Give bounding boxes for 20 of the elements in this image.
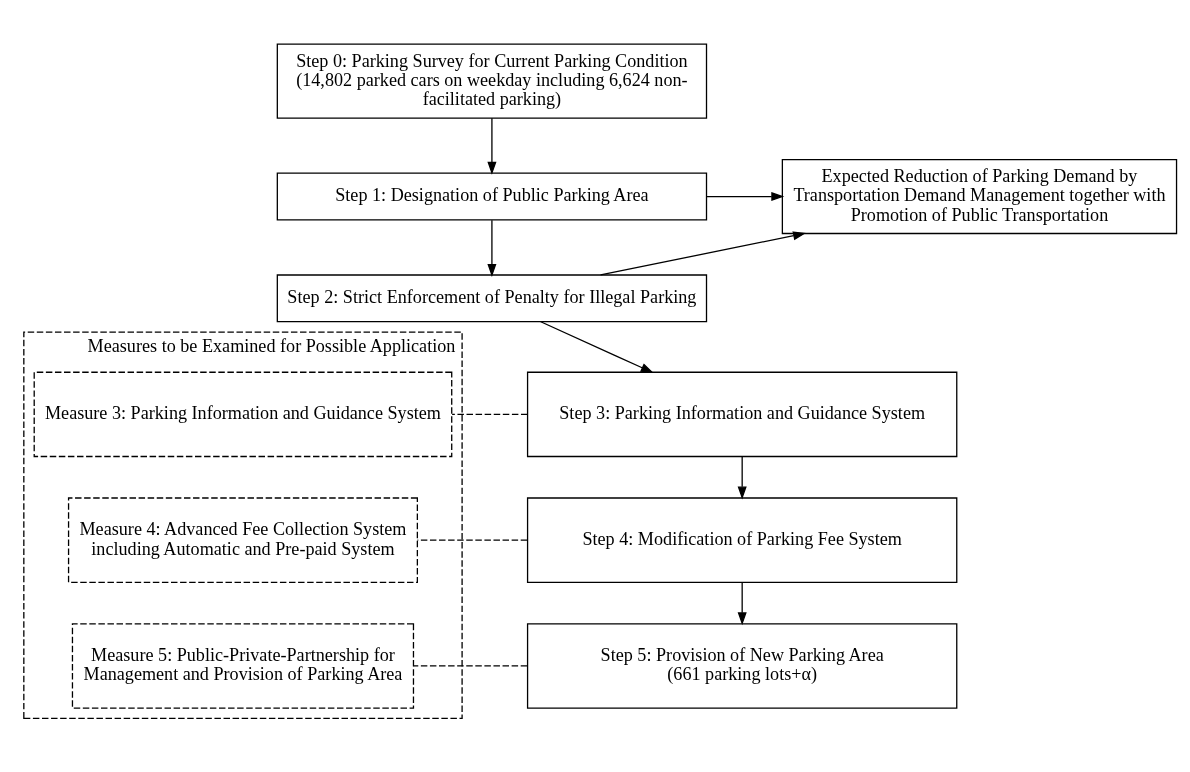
node-box: Step 3: Parking Information and Guidance System bbox=[526, 371, 958, 457]
node-box: Step 5: Provision of New Parking Area (661 parking lots+α) bbox=[526, 622, 958, 709]
connector bbox=[451, 413, 529, 415]
arrow bbox=[706, 191, 785, 201]
arrow bbox=[737, 455, 747, 500]
arrow bbox=[487, 219, 497, 277]
node-box: Measure 5: Public-Private-Partnership for Management and Provision of Parking Area bbox=[71, 622, 415, 709]
connector bbox=[412, 664, 528, 667]
node-box: Step 2: Strict Enforcement of Penalty for Illegal Parking bbox=[276, 273, 708, 322]
node-box: Measure 4: Advanced Fee Collection System including Automatic and Pre-paid System bbox=[67, 496, 418, 583]
node-box: Expected Reduction of Parking Demand by Transportation Demand Management together with Promotion of Public Transportation bbox=[781, 158, 1178, 234]
node-box: Step 4: Modification of Parking Fee System bbox=[526, 496, 958, 583]
arrow bbox=[540, 320, 654, 373]
arrow bbox=[737, 581, 747, 625]
arrow bbox=[487, 116, 497, 175]
connector bbox=[416, 539, 528, 541]
node-box: Measure 3: Parking Information and Guidance System bbox=[33, 371, 453, 457]
node-box: Step 0: Parking Survey for Current Parking Condition (14,802 parked cars on weekday including 6,624 non-facilitated parking) bbox=[276, 43, 708, 119]
arrow bbox=[599, 230, 807, 276]
node-box: Step 1: Designation of Public Parking Area bbox=[276, 172, 708, 221]
